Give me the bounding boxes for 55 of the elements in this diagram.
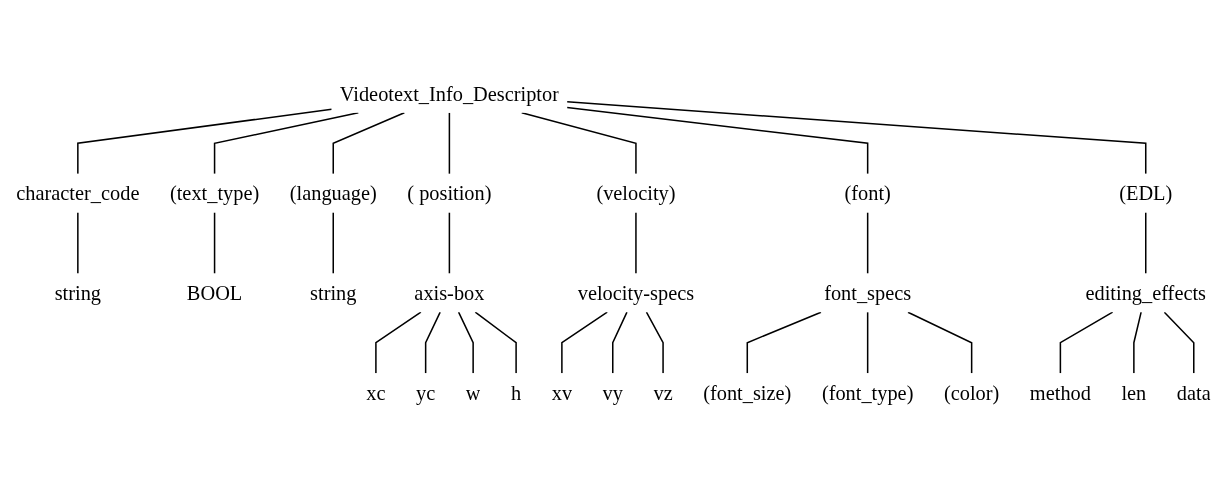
node-text: (font_type) <box>821 381 914 404</box>
node-text: character_code <box>16 181 140 205</box>
node-text: h <box>511 381 522 404</box>
connector <box>213 211 216 275</box>
connector <box>645 311 664 374</box>
connector <box>448 112 451 175</box>
connector <box>612 311 628 374</box>
connector <box>457 311 474 374</box>
connector <box>375 311 422 374</box>
node-text: vy <box>602 381 623 404</box>
node-text: velocity-specs <box>577 281 695 305</box>
connector <box>566 101 1147 175</box>
connector <box>635 211 637 275</box>
node-text: yc <box>416 381 436 404</box>
connector <box>866 211 869 275</box>
connector <box>1059 311 1114 374</box>
connector <box>332 211 334 275</box>
connector <box>561 311 608 374</box>
connector <box>332 112 406 175</box>
node-text: (language) <box>289 181 377 205</box>
connector <box>448 211 451 275</box>
connector <box>1145 211 1147 275</box>
node-text: vz <box>653 381 673 404</box>
node-text: BOOL <box>186 281 243 305</box>
connector <box>213 112 360 175</box>
connector <box>746 311 822 374</box>
connector <box>77 108 333 175</box>
node-text: ( position) <box>407 181 492 205</box>
node-text: xc <box>366 381 386 404</box>
node-text: (EDL) <box>1119 181 1173 205</box>
node-text: method <box>1029 381 1091 404</box>
node-text: (font) <box>844 181 891 205</box>
node-text: (velocity) <box>596 181 676 205</box>
node-text: font_specs <box>824 281 912 305</box>
node-text: (text_type) <box>169 181 260 205</box>
connector <box>1163 311 1195 374</box>
node-text: Videotext_Info_Descriptor <box>339 82 559 105</box>
node-text: data <box>1176 381 1211 404</box>
connector <box>77 211 79 275</box>
connector <box>866 311 869 374</box>
connector <box>1133 311 1142 374</box>
connector <box>907 311 973 374</box>
connector <box>424 311 441 374</box>
node-text: axis-box <box>414 281 485 305</box>
node-text: len <box>1121 381 1147 404</box>
node-text: string <box>54 281 102 305</box>
connector <box>474 311 517 374</box>
node-text: string <box>310 281 357 305</box>
connector <box>566 106 869 175</box>
node-text: w <box>465 381 481 404</box>
node-text: (color) <box>943 381 1000 404</box>
node-text: (font_size) <box>703 381 792 404</box>
node-text: editing_effects <box>1085 281 1207 305</box>
connector <box>520 112 637 175</box>
node-text: xv <box>551 381 573 404</box>
